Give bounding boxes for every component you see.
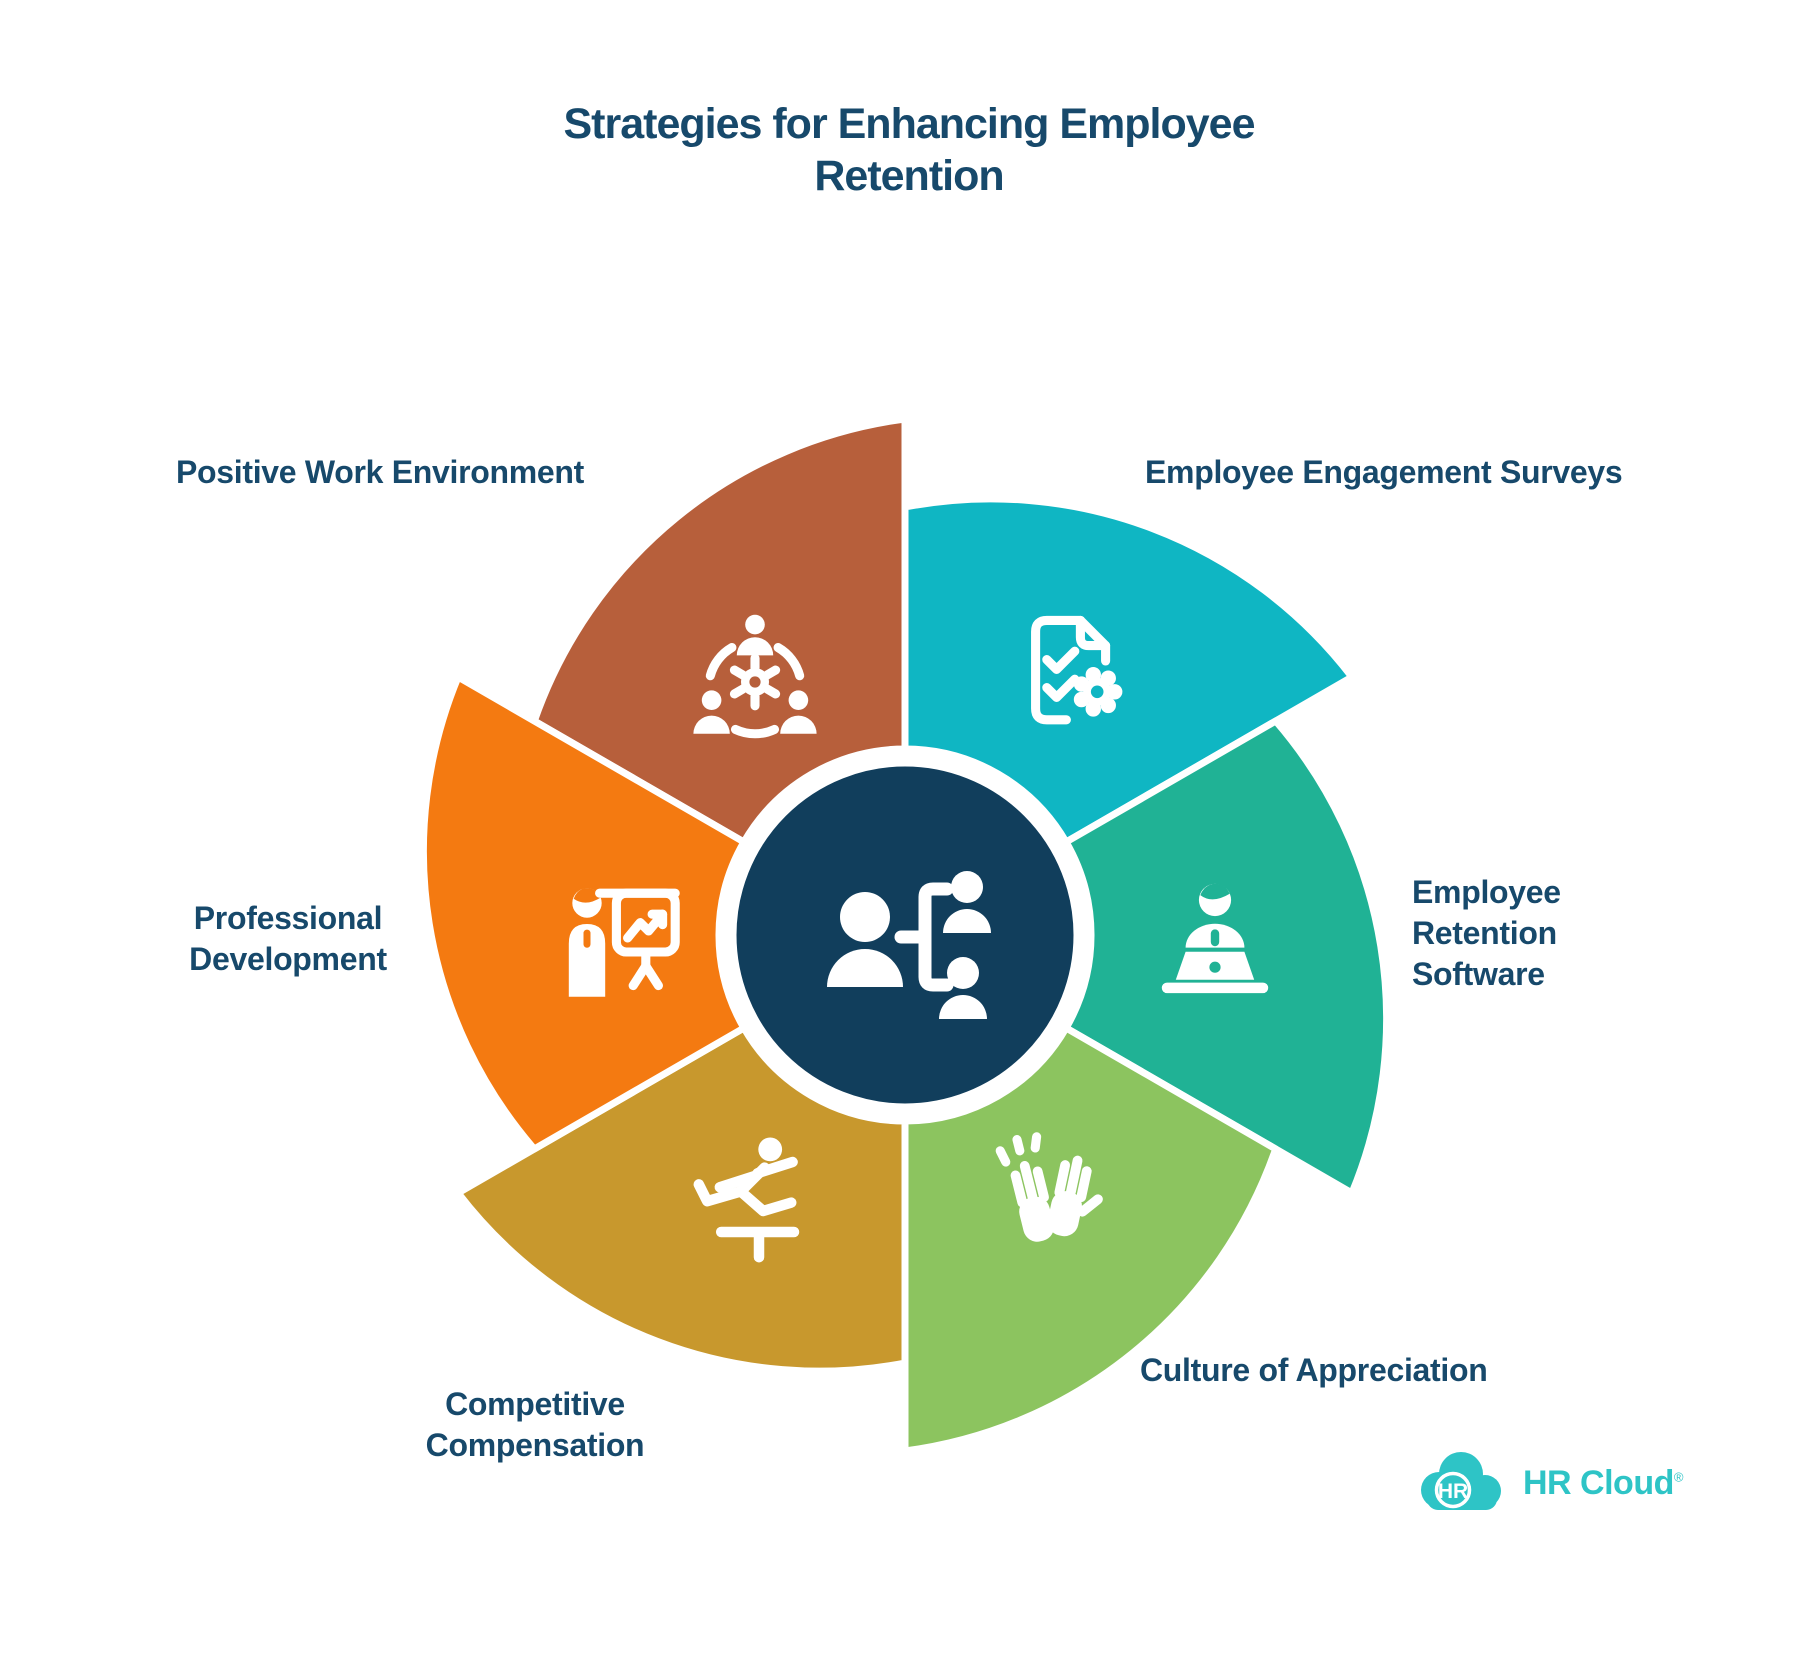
clapping-hands-icon [982,1127,1122,1267]
hurdler-icon [682,1127,822,1267]
team-gear-icon [685,605,825,745]
segment-label-employee-engagement-surveys: Employee Engagement Surveys [1145,454,1623,490]
presenter-icon [552,868,692,1008]
logo-wordmark: HR Cloud® [1523,1464,1683,1503]
org-structure-icon [805,835,1005,1035]
segment-label-professional-development: Professional Development [189,900,387,977]
blade-employee-engagement-surveys [901,495,1356,846]
blade-positive-work-environment [530,415,909,846]
logo-name-text: HR Cloud [1523,1463,1674,1502]
segment-label-positive-work-environment: Positive Work Environment [175,454,584,490]
cloud-icon: HR [1421,1452,1501,1510]
segment-label-competitive-compensation: Competitive Compensation [425,1386,645,1463]
segment-label-employee-retention-software: Employee Retention Software [1412,874,1561,992]
hr-cloud-logo: HR HR Cloud® [1415,1448,1683,1518]
survey-doc-icon [1002,605,1142,745]
blade-competitive-compensation [454,1024,909,1375]
logo-badge-text: HR [1438,1480,1468,1503]
laptop-person-icon [1145,865,1285,1005]
logo-registered-mark: ® [1673,1469,1684,1485]
segment-label-culture-of-appreciation: Culture of Appreciation [1140,1352,1488,1388]
blade-culture-of-appreciation [901,1024,1280,1455]
page-title: Strategies for Enhancing Employee Retent… [563,100,1255,201]
